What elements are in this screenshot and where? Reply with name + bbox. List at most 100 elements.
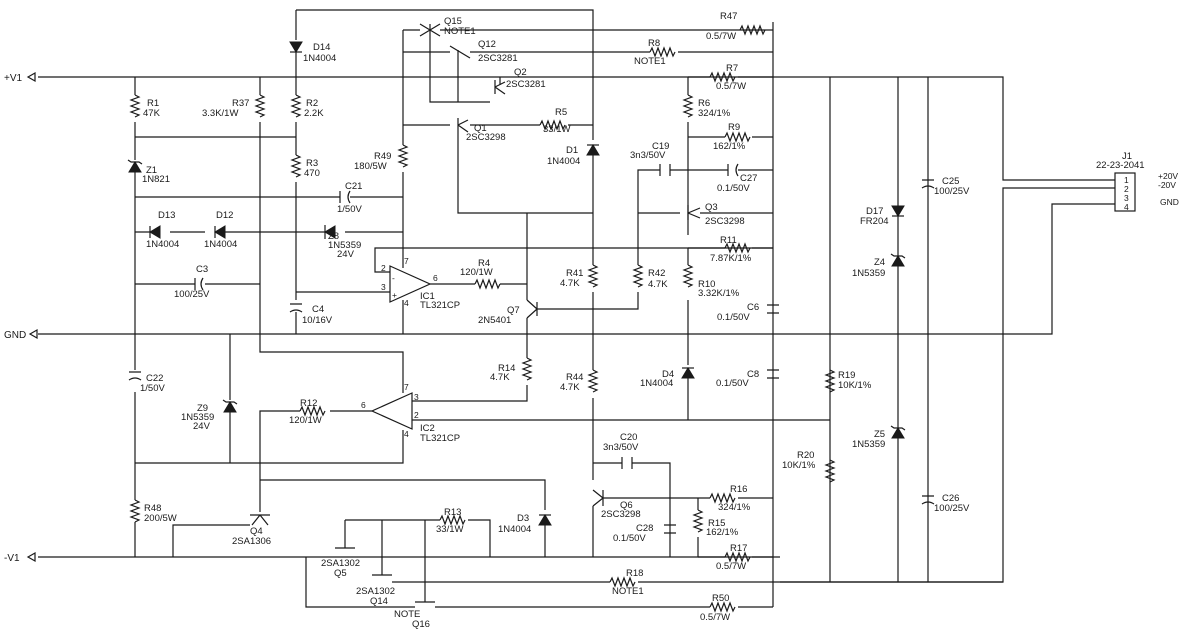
label-c21-ref: C21 xyxy=(345,181,362,192)
label-r4-ref: R4 xyxy=(478,258,490,269)
capacitor-c4 xyxy=(289,303,303,313)
label-c25-ref: C25 xyxy=(942,176,959,187)
label-c19-value: 3n3/50V xyxy=(630,150,666,161)
resistor-r47 xyxy=(739,24,766,36)
capacitor-c6 xyxy=(767,304,779,314)
label-c8-value: 0.1/50V xyxy=(716,378,749,389)
capacitor-c27 xyxy=(727,163,739,177)
q6-wire xyxy=(592,497,698,557)
label-c26-value: 100/25V xyxy=(934,503,970,514)
label-q16-ref: Q16 xyxy=(412,619,430,630)
label-q3-value: 2SC3298 xyxy=(705,216,745,227)
transistor-q16 xyxy=(415,520,435,603)
label-r2-ref: R2 xyxy=(306,98,318,109)
label-z1-ref: Z1 xyxy=(146,165,157,176)
resistor-r2 xyxy=(290,94,302,118)
upper-pass-stage xyxy=(403,23,773,480)
zener-z1-bar xyxy=(127,159,143,165)
label-z1-value: 1N821 xyxy=(142,174,170,185)
label-q15-value: NOTE1 xyxy=(444,26,476,37)
diode-d3 xyxy=(538,514,552,526)
label-r9-value: 162/1% xyxy=(713,141,746,152)
j1-pin-1: 1 xyxy=(1124,175,1129,185)
capacitor-c3 xyxy=(194,277,204,291)
c20-wire xyxy=(593,462,671,557)
bus-rails xyxy=(38,22,1115,607)
label-ic2-value: TL321CP xyxy=(420,433,460,444)
transistor-q1 xyxy=(457,118,469,133)
zener-z4 xyxy=(891,255,905,267)
label-z9-voltage: 24V xyxy=(193,421,211,432)
q4-wire xyxy=(172,524,250,557)
ic1-pin-4: 4 xyxy=(404,298,409,308)
q7-stage xyxy=(521,164,688,381)
label-r42-value: 4.7K xyxy=(648,279,668,290)
label-r48-ref: R48 xyxy=(144,503,161,514)
label-q1-value: 2SC3298 xyxy=(466,132,506,143)
label-r47-value: 0.5/7W xyxy=(706,31,736,42)
label-r8-value: NOTE1 xyxy=(634,56,666,67)
label-r41-value: 4.7K xyxy=(560,278,580,289)
label-z8-ref: Z8 xyxy=(328,231,339,242)
label-d12-value: 1N4004 xyxy=(204,239,237,250)
label-c8-ref: C8 xyxy=(747,369,759,380)
label-z4-ref: Z4 xyxy=(874,257,885,268)
label-c21-value: 1/50V xyxy=(337,204,362,215)
j1-label-plus20v: +20V xyxy=(1158,171,1178,181)
zener-z4-bar xyxy=(890,253,906,259)
gnd-arrow xyxy=(28,328,38,340)
r13-wire xyxy=(345,519,491,557)
transistor-q6 xyxy=(592,489,604,507)
label-d1-ref: D1 xyxy=(566,145,578,156)
ic2-pin-4: 4 xyxy=(404,429,409,439)
resistor-r3 xyxy=(290,154,302,178)
j1-label-minus20v: -20V xyxy=(1158,180,1176,190)
label-r7-value: 0.5/7W xyxy=(716,81,746,92)
capacitor-c20 xyxy=(621,457,633,469)
label-d3-value: 1N4004 xyxy=(498,524,531,535)
resistor-r18 xyxy=(609,576,636,588)
ic1-pin-2: 2 xyxy=(381,263,386,273)
label-c22-value: 1/50V xyxy=(140,383,165,394)
diode-d4 xyxy=(681,367,695,379)
label-q7-value: 2N5401 xyxy=(478,315,511,326)
resistor-r50 xyxy=(709,601,736,613)
c19-wire xyxy=(637,169,688,265)
label-c3-value: 100/25V xyxy=(174,289,210,300)
label-r18-ref: R18 xyxy=(626,568,643,579)
label-r10-ref: R10 xyxy=(698,279,715,290)
label-c6-ref: C6 xyxy=(747,302,759,313)
label-q15-ref: Q15 xyxy=(444,16,462,27)
ic1-pin-3: 3 xyxy=(381,282,386,292)
label-q5-value: 2SA1302 xyxy=(321,558,360,569)
resistor-r10 xyxy=(682,264,694,288)
capacitor-c25 xyxy=(921,179,935,189)
label-c27-value: 0.1/50V xyxy=(717,183,750,194)
resistor-r5 xyxy=(539,119,566,131)
resistor-r14 xyxy=(521,357,533,381)
label-c4-ref: C4 xyxy=(312,304,324,315)
label-r9-ref: R9 xyxy=(728,122,740,133)
diode-d13 xyxy=(149,225,161,239)
d3-wire xyxy=(260,479,546,557)
label-q6-value: 2SC3298 xyxy=(601,509,641,520)
vminus-arrow xyxy=(26,551,36,563)
label-q1-ref: Q1 xyxy=(474,123,487,134)
label-r48-value: 200/5W xyxy=(144,513,177,524)
component-labels: R1 47K R37 3.3K/1W R2 2.2K R3 470 R49 18… xyxy=(140,11,970,630)
zener-z8 xyxy=(324,225,336,239)
label-z8-voltage: 24V xyxy=(337,249,355,260)
capacitor-c19 xyxy=(659,164,671,176)
label-c20-ref: C20 xyxy=(620,432,637,443)
capacitor-c22 xyxy=(128,371,142,381)
label-z8-value: 1N5359 xyxy=(328,240,361,251)
label-d14-ref: D14 xyxy=(313,42,330,53)
label-r18-value: NOTE1 xyxy=(612,586,644,597)
label-r17-ref: R17 xyxy=(730,543,747,554)
label-r42-ref: R42 xyxy=(648,268,665,279)
j1-label-gnd: GND xyxy=(1160,197,1179,207)
net-labels: +V1 GND -V1 xyxy=(4,71,38,564)
ic1-plus: + xyxy=(392,290,397,300)
zener-z1 xyxy=(128,161,142,173)
